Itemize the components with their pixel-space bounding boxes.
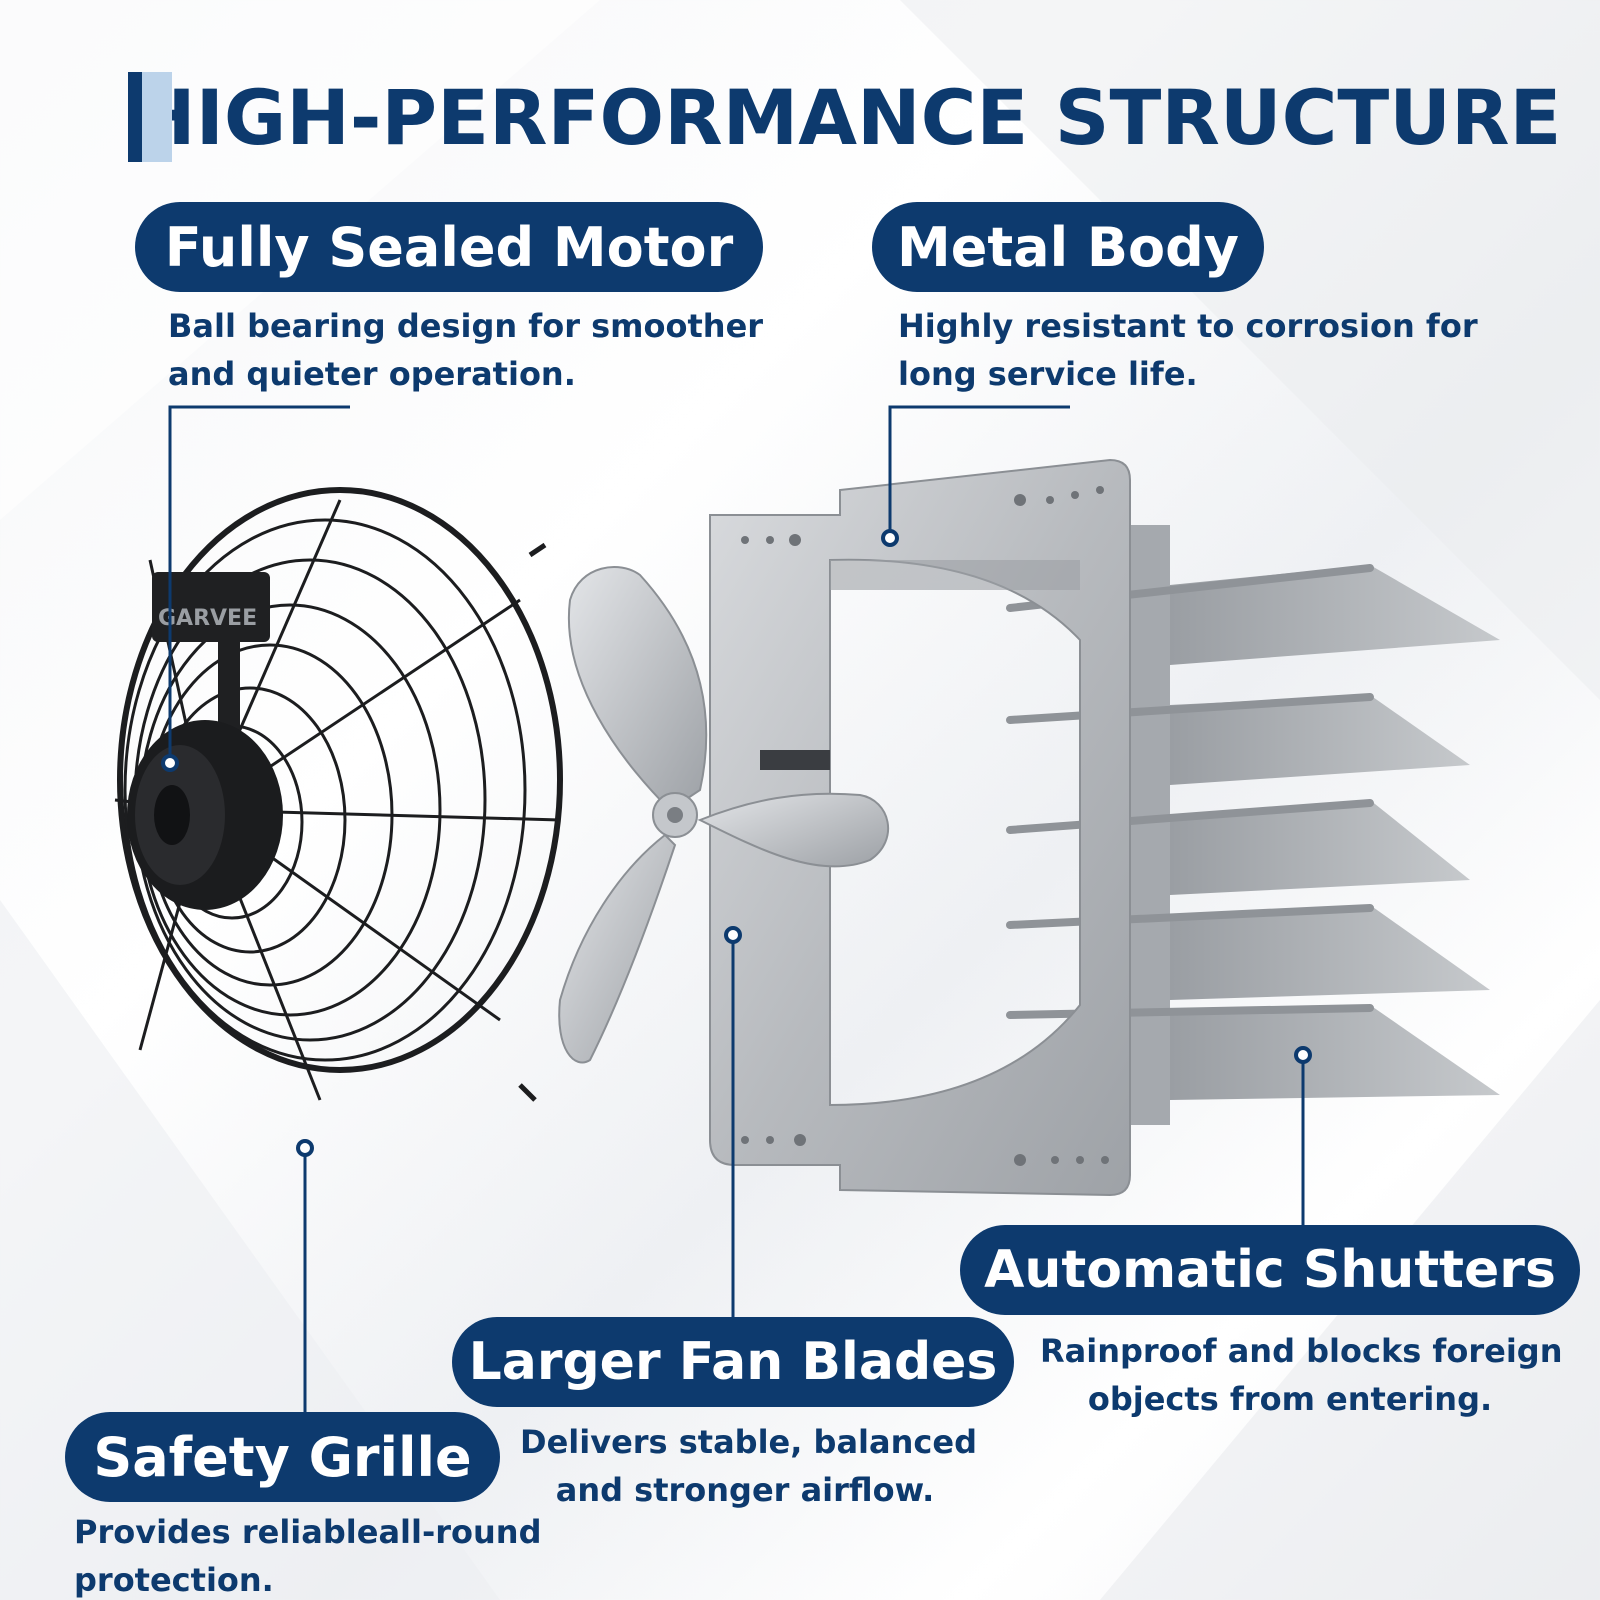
desc-line: Highly resistant to corrosion for: [898, 307, 1478, 345]
feature-label: Automatic Shutters: [984, 1240, 1556, 1300]
feature-label: Metal Body: [896, 215, 1240, 279]
desc-line: Rainproof and blocks foreign: [1040, 1332, 1563, 1370]
desc-line: and quieter operation.: [168, 355, 576, 393]
feature-label: Larger Fan Blades: [468, 1332, 998, 1392]
shutters-group: [1006, 525, 1500, 1125]
feature-pill-body: Metal Body: [872, 202, 1264, 292]
fan-blades: [558, 566, 889, 1064]
desc-line: long service life.: [898, 355, 1198, 393]
metal-body-frame: [709, 458, 1131, 1197]
feature-pill-shutters: Automatic Shutters: [960, 1225, 1580, 1315]
brand-label: GARVEE: [158, 606, 257, 631]
desc-line: and stronger airflow.: [555, 1471, 935, 1509]
desc-line: objects from entering.: [1087, 1380, 1493, 1418]
feature-desc-grille: Provides reliableall-round protection.: [74, 1508, 541, 1600]
feature-desc-blades: Delivers stable, balanced and stronger a…: [520, 1418, 977, 1514]
feature-desc-body: Highly resistant to corrosion for long s…: [898, 302, 1478, 398]
feature-pill-motor: Fully Sealed Motor: [135, 202, 763, 292]
page-title: HIGH-PERFORMANCE STRUCTURE: [132, 72, 1562, 162]
feature-label: Safety Grille: [93, 1425, 472, 1489]
feature-desc-motor: Ball bearing design for smoother and qui…: [168, 302, 763, 398]
desc-line: Delivers stable, balanced: [520, 1423, 977, 1461]
feature-pill-grille: Safety Grille: [65, 1412, 500, 1502]
desc-line: protection.: [74, 1561, 274, 1599]
desc-line: Ball bearing design for smoother: [168, 307, 764, 345]
feature-pill-blades: Larger Fan Blades: [452, 1317, 1014, 1407]
feature-desc-shutters: Rainproof and blocks foreign objects fro…: [1040, 1327, 1563, 1423]
desc-line: Provides reliableall-round: [74, 1513, 542, 1551]
page-header: HIGH-PERFORMANCE STRUCTURE: [128, 72, 1561, 162]
motor: GARVEE: [127, 572, 283, 910]
feature-label: Fully Sealed Motor: [164, 215, 734, 279]
